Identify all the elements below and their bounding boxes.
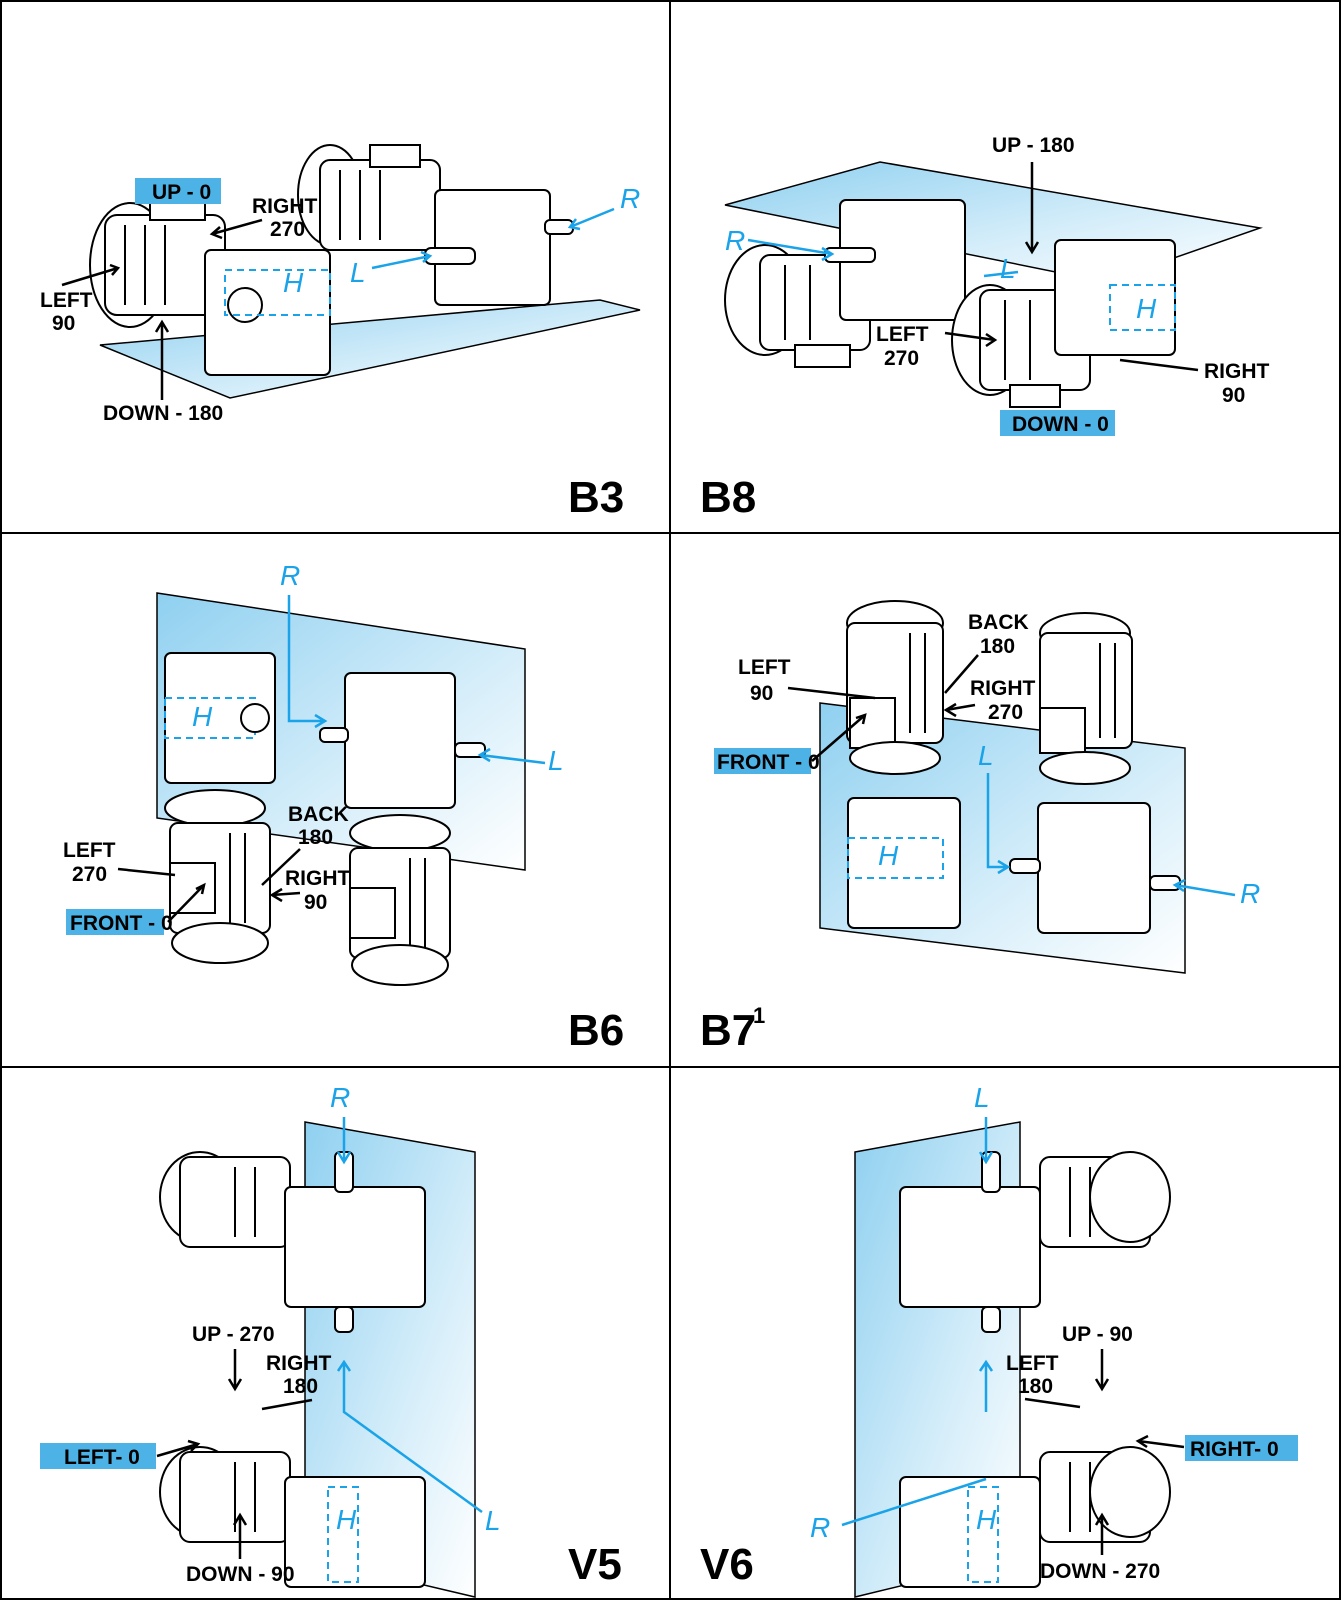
label-down: DOWN - 0 [1012,413,1109,436]
gear-motor-right [1009,612,1181,934]
label-down: DOWN - 90 [186,1563,295,1586]
axis-h: H [283,267,304,298]
cell-v6: L R H UP - 90 LEFT 180 RIGHT- 0 DOWN - 2… [670,1067,1340,1600]
gear-motor-lower [899,1446,1171,1588]
label-left-angle: 270 [884,347,919,370]
axis-r: R [280,560,300,591]
axis-r: R [1240,878,1260,909]
position-code-footnote: 1 [753,1003,765,1028]
label-right-angle: 90 [304,891,327,914]
axis-l: L [485,1505,501,1536]
label-left-angle: 180 [1018,1375,1053,1398]
label-right: RIGHT [266,1352,332,1375]
gear-motor-left [89,194,331,376]
axis-r: R [725,225,745,256]
axis-h: H [192,701,213,732]
gear-motor-right [319,672,486,986]
label-back: BACK [288,803,349,826]
cell-b7: BACK 180 LEFT 90 RIGHT 270 FRONT - 0 L H… [670,533,1340,1066]
down-label-highlight [1000,410,1115,436]
axis-l: L [974,1082,990,1113]
label-right-angle: 270 [270,218,305,241]
axis-r: R [620,183,640,214]
axis-l: L [548,745,564,776]
gear-motor-upper [899,1151,1171,1333]
front-label-highlight [714,748,811,774]
label-left: LEFT [1006,1352,1059,1375]
gear-motor-lower [159,1446,426,1588]
cell-b6: R H L BACK 180 LEFT 270 RIGHT 90 FRONT -… [0,533,670,1066]
label-up: UP - 90 [1062,1323,1133,1346]
gear-motor-right [297,144,574,306]
axis-r: R [330,1082,350,1113]
label-left-angle: 90 [750,682,773,705]
label-right-angle: 180 [283,1375,318,1398]
label-right: RIGHT [1204,360,1270,383]
gear-motor-left [164,652,276,964]
label-right: RIGHT [285,867,351,890]
gear-motor-left [724,199,966,368]
label-left: LEFT [738,656,791,679]
label-right: RIGHT [970,677,1036,700]
gear-motor-left [846,600,961,929]
axis-h: H [336,1504,357,1535]
cell-v5: R L H UP - 270 RIGHT 180 LEFT- 0 DOWN - … [0,1067,670,1600]
axis-l: L [1000,253,1016,284]
label-right: RIGHT [252,195,318,218]
label-right: RIGHT- 0 [1190,1438,1279,1461]
label-up: UP - 270 [192,1323,275,1346]
front-label-highlight [66,909,164,935]
label-down: DOWN - 270 [1040,1560,1160,1583]
position-code: V6 [700,1540,754,1589]
label-left: LEFT- 0 [64,1446,140,1469]
cell-b3: UP - 0 RIGHT 270 LEFT 90 DOWN - 180 H L … [0,0,670,533]
gear-motor-upper [159,1151,426,1333]
label-left: LEFT [63,839,116,862]
left-label-highlight [40,1443,156,1469]
axis-l: L [978,740,994,771]
label-back-angle: 180 [298,826,333,849]
position-code: B6 [568,1006,624,1055]
label-right-angle: 90 [1222,384,1245,407]
label-front: FRONT - 0 [717,751,820,774]
label-back-angle: 180 [980,635,1015,658]
label-down: DOWN - 180 [103,402,223,425]
axis-h: H [976,1504,997,1535]
right-label-highlight [1185,1435,1298,1461]
position-code: B8 [700,473,756,522]
label-left-angle: 270 [72,863,107,886]
label-left-angle: 90 [52,312,75,335]
axis-r: R [810,1512,830,1543]
label-left: LEFT [40,289,93,312]
position-code: V5 [568,1540,622,1589]
label-back: BACK [968,611,1029,634]
cell-b8: UP - 180 LEFT 270 RIGHT 90 DOWN - 0 R L … [670,0,1340,533]
label-right-angle: 270 [988,701,1023,724]
label-front: FRONT - 0 [70,912,173,935]
position-code: B3 [568,473,624,522]
axis-h: H [1136,293,1157,324]
label-up: UP - 180 [992,134,1075,157]
up-label-highlight [135,178,221,204]
axis-l: L [350,257,366,288]
label-left: LEFT [876,323,929,346]
axis-h: H [878,840,899,871]
label-up: UP - 0 [152,181,211,204]
position-code: B7 [700,1006,756,1055]
